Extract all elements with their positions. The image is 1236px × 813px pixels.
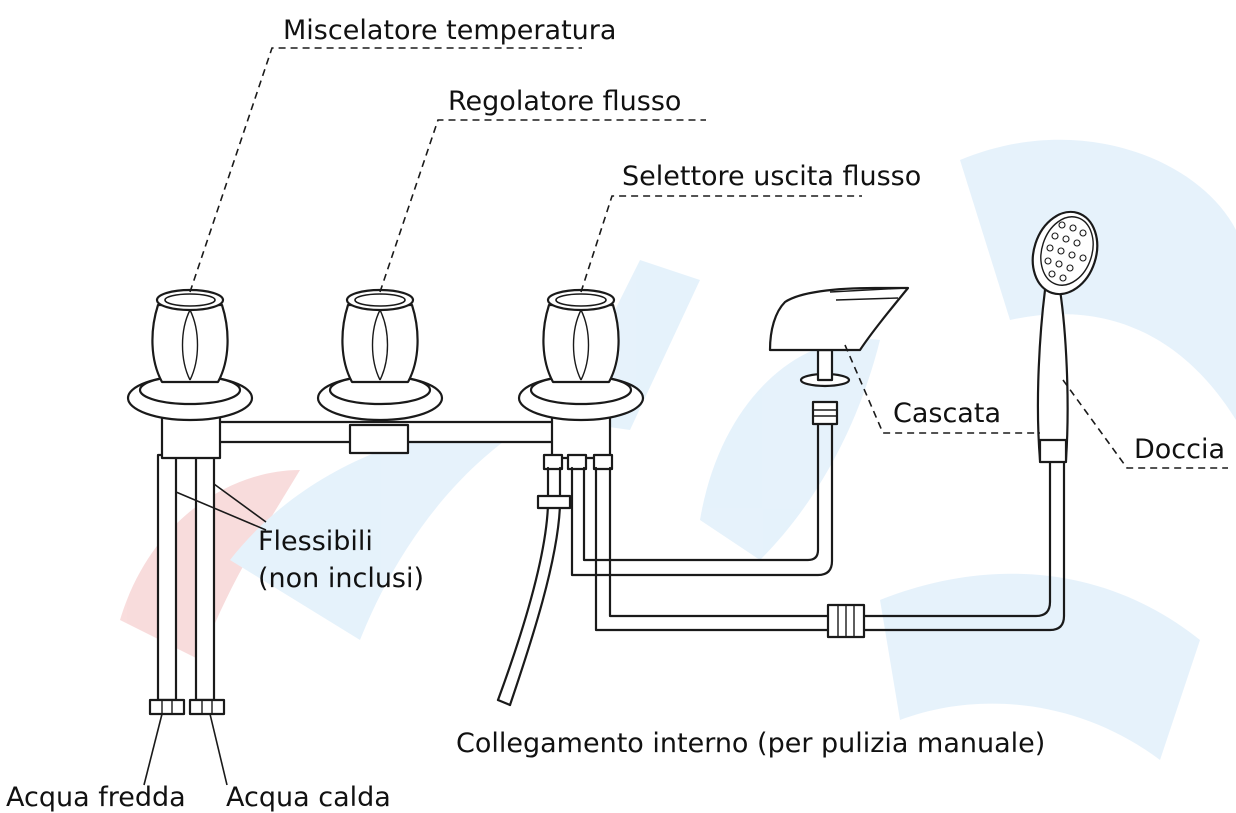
flexible-hoses xyxy=(148,453,226,716)
labels: Miscelatore temperatura Regolatore fluss… xyxy=(6,15,1225,813)
spout-shank xyxy=(811,400,839,426)
leader-hot-water xyxy=(209,713,228,786)
label-waterfall: Cascata xyxy=(893,398,1001,429)
waterfall-spout xyxy=(768,286,910,426)
temperature-mixer-valve xyxy=(126,288,254,460)
internal-connection-hose xyxy=(496,466,572,707)
flow-regulator-valve xyxy=(316,288,444,455)
regulator-handle xyxy=(341,303,419,384)
leader-flow-selector xyxy=(580,195,862,293)
shower-nozzles xyxy=(1044,221,1087,282)
watermark-letter-2 xyxy=(700,339,880,560)
selector-handle xyxy=(542,303,620,384)
internal-hose-clamp xyxy=(536,494,572,510)
label-flow-outlet-selector: Selettore uscita flusso xyxy=(622,161,921,192)
leader-cold-water xyxy=(143,713,163,786)
flow-selector-valve xyxy=(517,288,645,471)
label-flexibles-note: (non inclusi) xyxy=(258,563,424,594)
mixer-handle xyxy=(151,303,229,384)
label-shower: Doccia xyxy=(1134,434,1225,465)
spout-body xyxy=(768,286,910,352)
watermark-letter-4 xyxy=(880,573,1200,760)
cold-hose xyxy=(156,453,178,702)
watermark-letter-3 xyxy=(960,139,1236,420)
leader-flow-regulator xyxy=(379,119,706,293)
leader-flexibles-2 xyxy=(213,483,267,523)
label-temperature-mixer: Miscelatore temperatura xyxy=(283,15,616,46)
leader-temperature-mixer xyxy=(189,47,582,293)
waterfall-pipe xyxy=(570,418,834,577)
watermark-swoosh-blue xyxy=(230,428,520,640)
leader-flexibles-1 xyxy=(175,491,267,531)
leader-lines xyxy=(143,47,1228,786)
hand-shower xyxy=(1031,210,1099,464)
label-internal-connection: Collegamento interno (per pulizia manual… xyxy=(456,728,1045,759)
leader-shower xyxy=(1062,379,1228,469)
cold-hose-nut xyxy=(148,698,186,716)
regulator-body xyxy=(348,423,410,455)
label-hot-water: Acqua calda xyxy=(226,782,391,813)
shower-handle xyxy=(1036,288,1069,462)
shower-pipe xyxy=(594,458,1066,639)
label-flexibles: Flessibili xyxy=(258,526,373,557)
label-flow-regulator: Regolatore flusso xyxy=(448,86,681,117)
label-cold-water: Acqua fredda xyxy=(6,782,186,813)
hot-hose xyxy=(194,453,216,702)
hot-hose-nut xyxy=(188,698,226,716)
watermark-logo xyxy=(120,139,1236,760)
